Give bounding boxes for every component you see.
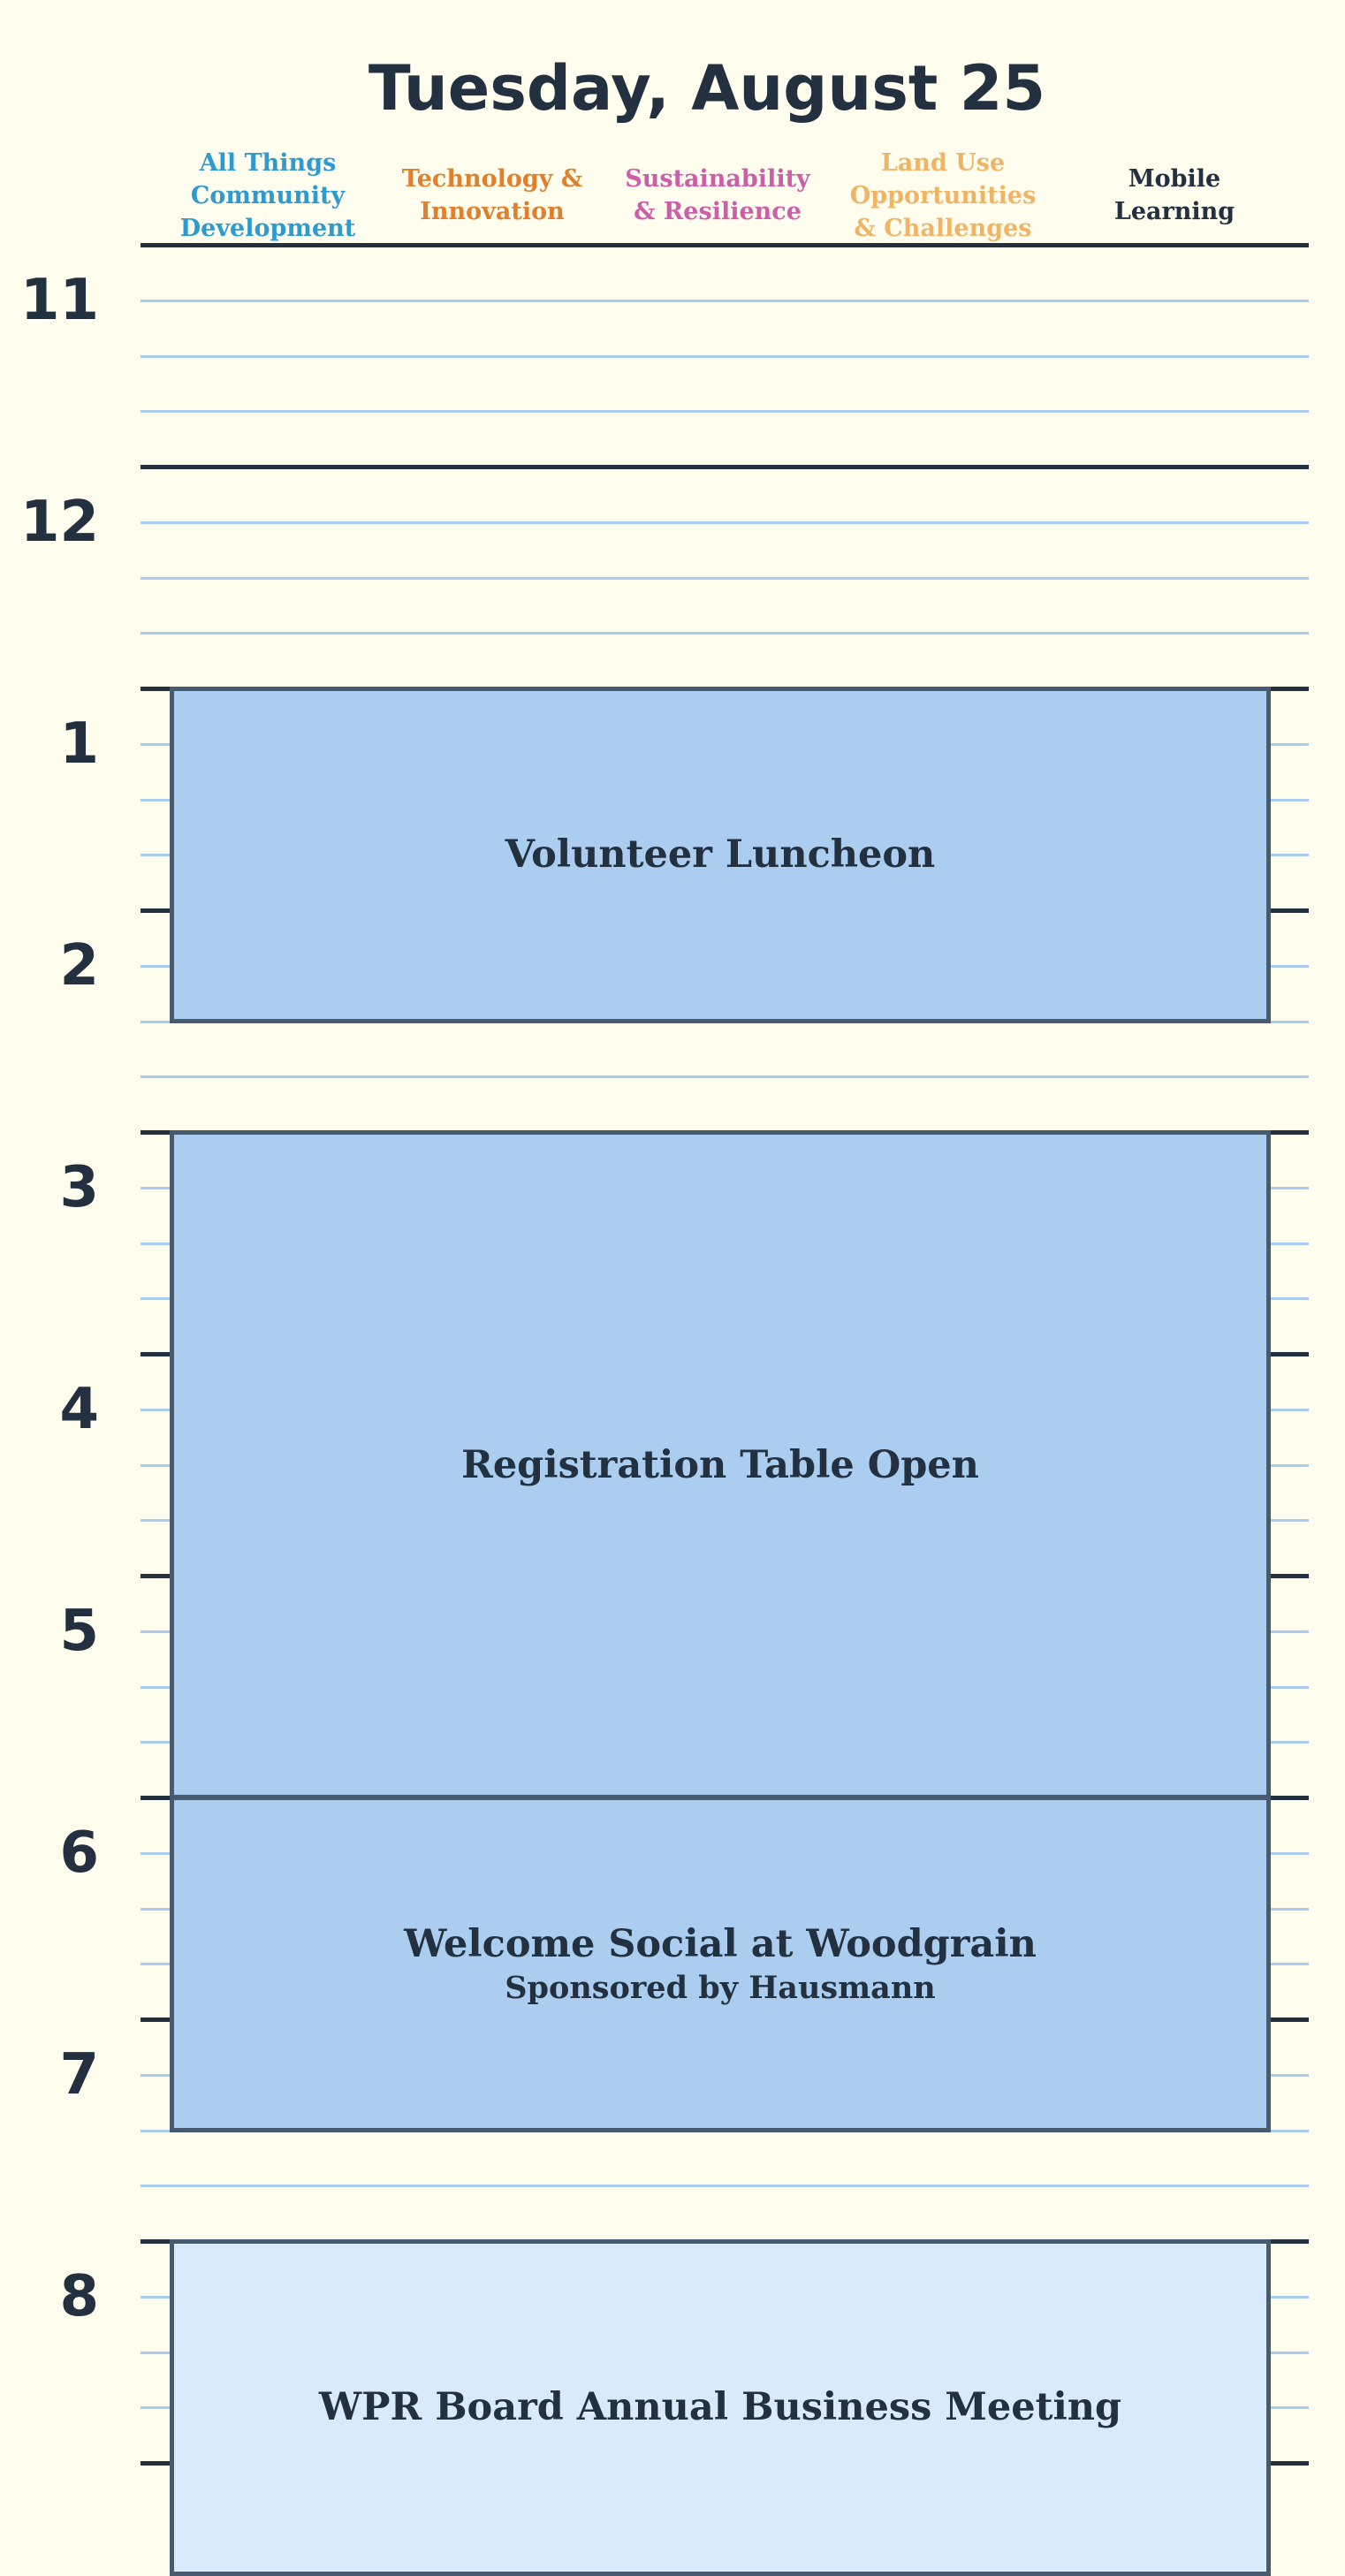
- track-label-line: Technology &: [401, 165, 583, 193]
- event-subtitle: Sponsored by Hausmann: [505, 1970, 936, 2007]
- hour-label: 5: [59, 1598, 99, 1664]
- event-title: Volunteer Luncheon: [505, 832, 936, 878]
- hour-label: 8: [59, 2263, 99, 2329]
- track-label-line: Community: [190, 181, 346, 209]
- track-label-line: Development: [179, 214, 356, 242]
- event-block[interactable]: Registration Table Open: [170, 1130, 1271, 1799]
- hour-label: 6: [59, 1820, 99, 1886]
- track-label-line: & Resilience: [634, 198, 802, 225]
- track-label-line: Innovation: [420, 198, 565, 225]
- track-label-line: Land Use: [880, 148, 1006, 177]
- event-title: Registration Table Open: [461, 1442, 979, 1487]
- event-block[interactable]: WPR Board Annual Business Meeting: [170, 2239, 1271, 2576]
- hour-label: 1: [59, 710, 99, 777]
- track-label-line: Sustainability: [625, 165, 810, 193]
- grid-line: [141, 410, 1309, 414]
- hour-label: 7: [59, 2041, 99, 2108]
- hour-label: 3: [59, 1154, 99, 1220]
- hour-rule: [141, 465, 1309, 469]
- hour-label: 11: [19, 267, 99, 333]
- track-label-line: Mobile: [1128, 165, 1221, 193]
- track-label-line: Learning: [1113, 198, 1235, 225]
- hour-label: 2: [59, 932, 99, 999]
- event-title: Welcome Social at Woodgrain: [404, 1922, 1037, 1967]
- track-sustainability-resilience[interactable]: Sustainability & Resilience: [603, 146, 832, 245]
- track-technology-innovation[interactable]: Technology & Innovation: [377, 146, 607, 245]
- grid-line: [141, 299, 1309, 302]
- event-block[interactable]: Volunteer Luncheon: [170, 687, 1271, 1023]
- grid-line: [141, 576, 1309, 580]
- grid-line: [141, 1075, 1309, 1079]
- page-title: Tuesday, August 25: [368, 52, 1046, 125]
- track-label-line: Opportunities: [849, 181, 1037, 209]
- grid-line: [141, 521, 1309, 524]
- grid-line: [141, 354, 1309, 358]
- event-title: WPR Board Annual Business Meeting: [318, 2385, 1122, 2430]
- hour-label: 12: [19, 489, 99, 555]
- hour-label: 4: [59, 1376, 99, 1442]
- track-label-line: All Things: [199, 148, 337, 177]
- header-divider: [141, 243, 1309, 247]
- grid-line: [141, 2185, 1309, 2188]
- grid-line: [141, 632, 1309, 635]
- track-label-line: & Challenges: [854, 214, 1032, 242]
